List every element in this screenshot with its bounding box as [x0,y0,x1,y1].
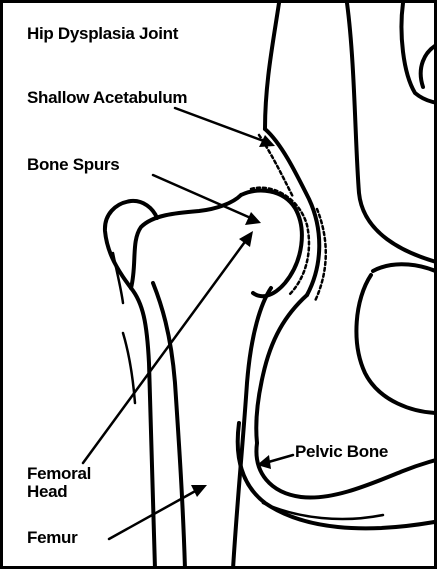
label-femur: Femur [27,529,77,547]
diagram-title: Hip Dysplasia Joint [27,25,178,43]
femoral-head [241,188,309,297]
label-shallow-acetabulum: Shallow Acetabulum [27,89,187,107]
label-femoral-head-line1: Femoral [27,465,91,483]
label-femoral-head-line2: Head [27,483,91,501]
label-bone-spurs: Bone Spurs [27,156,119,174]
femur-bone [105,195,271,569]
label-femoral-head: Femoral Head [27,465,91,501]
label-pelvic-bone: Pelvic Bone [295,443,388,461]
